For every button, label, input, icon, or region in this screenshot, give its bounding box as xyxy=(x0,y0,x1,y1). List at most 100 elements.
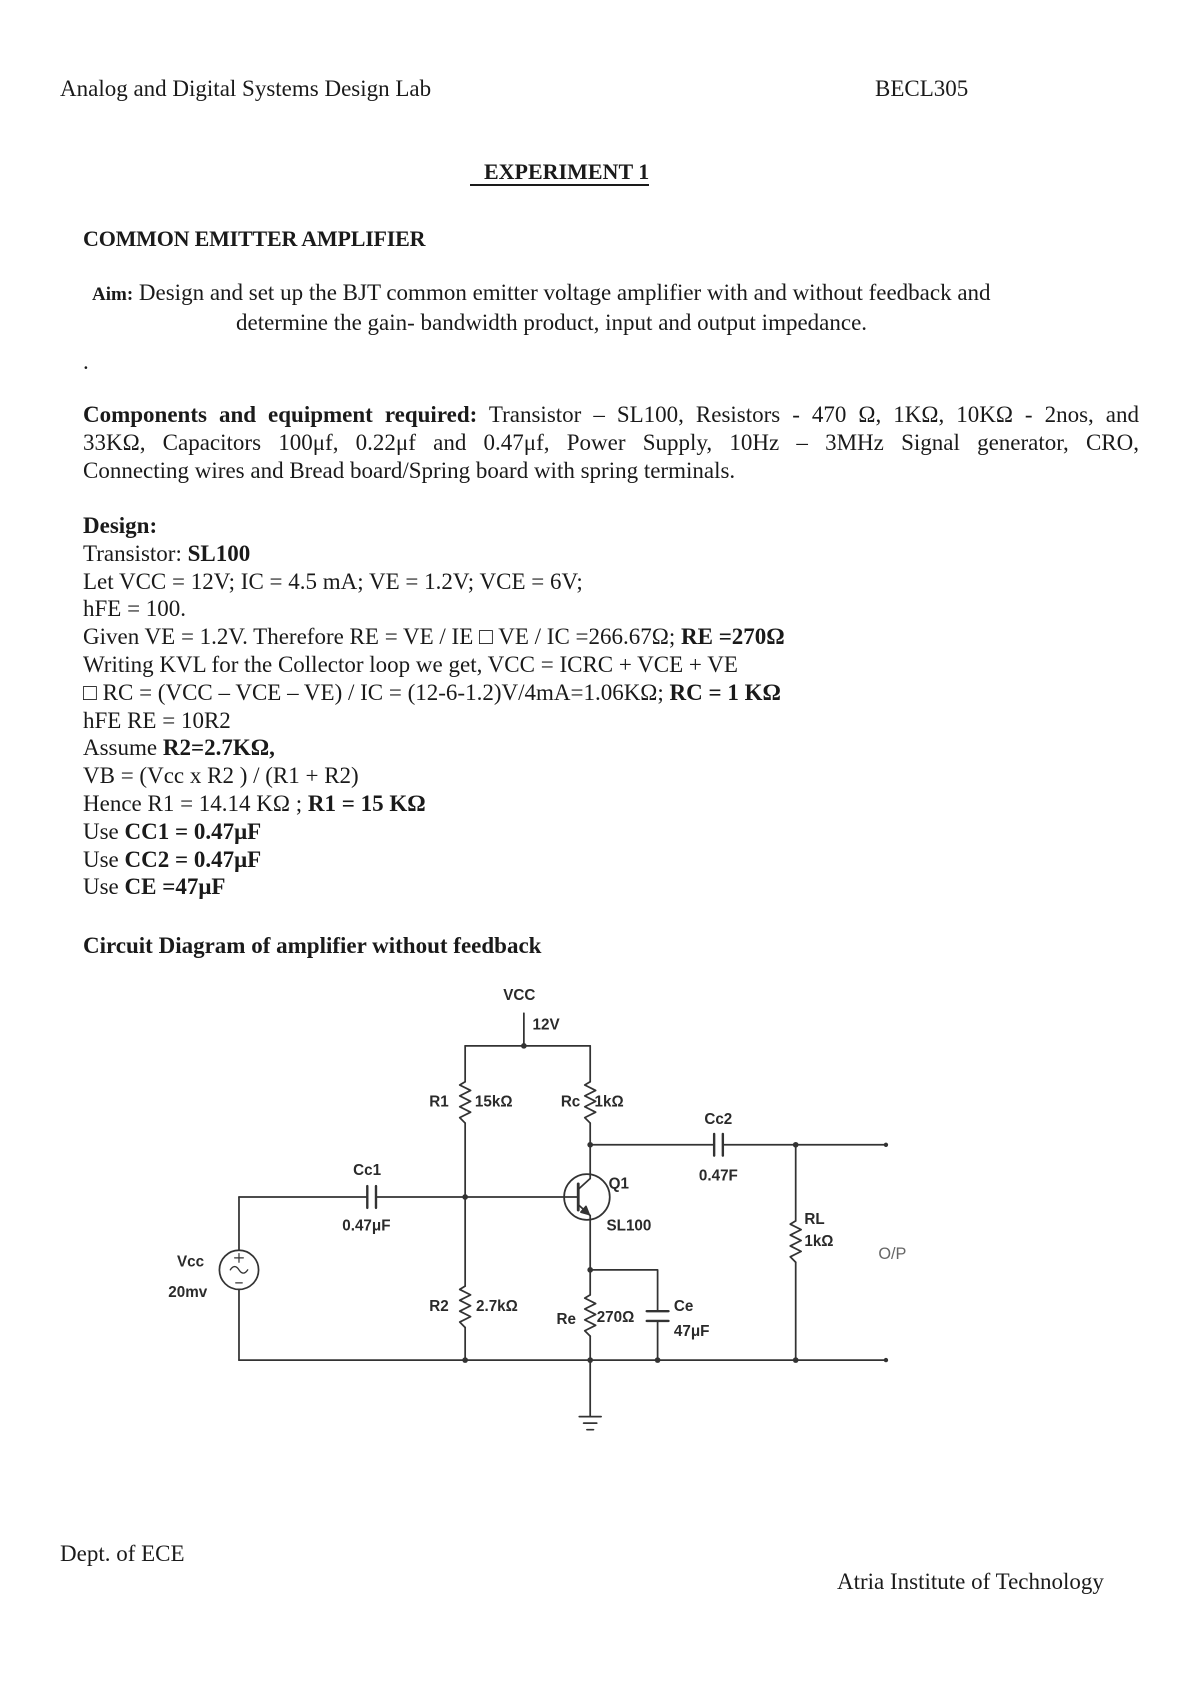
cc1-value: 0.47μF xyxy=(342,1218,390,1235)
components-paragraph: Components and equipment required: Trans… xyxy=(83,401,1139,484)
ce-value: 47μF xyxy=(674,1323,710,1340)
junction-dots xyxy=(462,1043,889,1363)
junction-dot xyxy=(462,1357,468,1363)
design-line: hFE = 100. xyxy=(83,595,785,623)
design-text: Hence R1 = 14.14 KΩ ; xyxy=(83,790,308,816)
design-text: VB = (Vcc x R2 ) / (R1 + R2) xyxy=(83,763,359,789)
design-line: Transistor: SL100 xyxy=(83,540,785,568)
terminal-dot xyxy=(883,1142,889,1147)
stray-mark: . xyxy=(83,349,89,374)
r1-label: R1 xyxy=(429,1094,449,1111)
r2-label: R2 xyxy=(429,1298,448,1315)
design-text: Use xyxy=(83,818,125,844)
design-heading: Design: xyxy=(83,513,158,538)
design-line: Use CE =47μF xyxy=(83,873,785,901)
design-value: R1 = 15 KΩ xyxy=(307,790,426,816)
resistor-r1 xyxy=(458,1080,472,1124)
supply-value: 12V xyxy=(533,1017,561,1034)
r2-value: 2.7kΩ xyxy=(476,1298,518,1315)
experiment-title-wrap: EXPERIMENT 1 xyxy=(470,160,650,186)
rl-label: RL xyxy=(804,1211,824,1228)
r1-value: 15kΩ xyxy=(475,1094,513,1111)
aim-line-2: determine the gain- bandwidth product, i… xyxy=(236,310,868,335)
design-text: Assume xyxy=(83,735,163,761)
wire xyxy=(589,1268,659,1313)
design-line: Assume R2=2.7KΩ, xyxy=(83,734,785,762)
design-value: R2=2.7KΩ, xyxy=(162,735,275,761)
design-line: Writing KVL for the Collector loop we ge… xyxy=(83,651,785,679)
aim-line-1: Aim: Design and set up the BJT common em… xyxy=(92,279,991,309)
components-text-1: Transistor – SL100, Resistors - 470 Ω, 1… xyxy=(488,402,1140,427)
design-line: Let VCC = 12V; IC = 4.5 mA; VE = 1.2V; V… xyxy=(83,568,785,596)
resistor-rl xyxy=(789,1220,803,1264)
design-line: VB = (Vcc x R2 ) / (R1 + R2) xyxy=(83,762,785,790)
lab-title: Analog and Digital Systems Design Lab xyxy=(60,76,432,101)
design-text: Given VE = 1.2V. Therefore RE = VE / IE … xyxy=(83,624,681,650)
cc2-label: Cc2 xyxy=(704,1111,732,1128)
supply-label: VCC xyxy=(503,987,535,1004)
experiment-subtitle: COMMON EMITTER AMPLIFIER xyxy=(83,226,426,251)
design-text: □ RC = (VCC – VCE – VE) / IC = (12-6-1.2… xyxy=(83,679,670,705)
footer-institute: Atria Institute of Technology xyxy=(837,1569,1104,1594)
q1-part: SL100 xyxy=(607,1218,652,1235)
junction-dot xyxy=(654,1357,661,1363)
re-value: 270Ω xyxy=(597,1309,635,1326)
design-text: Transistor: xyxy=(83,540,188,566)
experiment-title: EXPERIMENT 1 xyxy=(470,160,650,186)
design-line: hFE RE = 10R2 xyxy=(83,707,785,735)
junction-dot xyxy=(521,1043,527,1049)
design-text: hFE RE = 10R2 xyxy=(83,707,231,733)
design-text: Use xyxy=(83,846,125,872)
design-text: Writing KVL for the Collector loop we ge… xyxy=(83,651,738,677)
terminal-dot xyxy=(883,1357,889,1363)
design-line: Given VE = 1.2V. Therefore RE = VE / IE … xyxy=(83,623,785,651)
design-value: CE =47μF xyxy=(124,874,226,900)
ce-label: Ce xyxy=(674,1298,693,1315)
design-line: Hence R1 = 14.14 KΩ ; R1 = 15 KΩ xyxy=(83,790,785,818)
junction-dot xyxy=(792,1357,799,1363)
design-value: CC1 = 0.47μF xyxy=(124,818,262,844)
capacitor-cc1 xyxy=(366,1184,378,1210)
components-line-2: 33KΩ, Capacitors 100μf, 0.22μf and 0.47μ… xyxy=(83,429,1139,455)
q1-label: Q1 xyxy=(609,1175,630,1192)
design-text: Let VCC = 12V; IC = 4.5 mA; VE = 1.2V; V… xyxy=(83,568,583,594)
design-heading-line: Design: xyxy=(83,512,785,540)
re-label: Re xyxy=(556,1311,575,1328)
footer-department: Dept. of ECE xyxy=(60,1541,185,1566)
design-section: Design: Transistor: SL100 Let VCC = 12V;… xyxy=(83,512,785,901)
junction-dot xyxy=(462,1194,468,1200)
source-value: 20mv xyxy=(168,1284,207,1301)
rl-value: 1kΩ xyxy=(804,1233,833,1250)
resistor-r2 xyxy=(458,1285,472,1329)
junction-dot xyxy=(587,1357,594,1363)
capacitor-cc2 xyxy=(712,1132,725,1157)
resistor-re xyxy=(583,1293,597,1338)
design-line: □ RC = (VCC – VCE – VE) / IC = (12-6-1.2… xyxy=(83,679,785,707)
design-text: Use xyxy=(83,874,125,900)
source-label: Vcc xyxy=(177,1254,205,1271)
design-line: Use CC1 = 0.47μF xyxy=(83,818,785,846)
design-value: RC = 1 KΩ xyxy=(669,679,781,705)
design-text: hFE = 100. xyxy=(83,596,187,622)
components-line-3: Connecting wires and Bread board/Spring … xyxy=(83,457,736,483)
junction-dot xyxy=(587,1141,594,1148)
junction-dot xyxy=(587,1267,594,1273)
capacitor-ce xyxy=(645,1309,670,1323)
aim-section: Aim: Design and set up the BJT common em… xyxy=(92,279,991,337)
aim-label: Aim: xyxy=(92,284,134,305)
circuit-heading: Circuit Diagram of amplifier without fee… xyxy=(83,933,542,958)
design-value: CC2 = 0.47μF xyxy=(124,846,262,872)
components-label: Components and equipment required: xyxy=(83,402,478,427)
design-line: Use CC2 = 0.47μF xyxy=(83,846,785,874)
junction-dot xyxy=(792,1141,799,1148)
design-value: SL100 xyxy=(187,540,251,566)
components-line-1: Components and equipment required: Trans… xyxy=(83,401,1139,429)
rc-label: Rc xyxy=(561,1094,581,1111)
ac-source-icon xyxy=(218,1249,260,1291)
transistor-q1 xyxy=(563,1173,611,1221)
ground-symbol xyxy=(578,1415,602,1431)
cc1-label: Cc1 xyxy=(353,1162,381,1179)
cc2-value: 0.47F xyxy=(699,1168,738,1185)
circuit-diagram: VCC 12V R1 15kΩ Rc 1kΩ Cc2 0.47F Cc1 0.4… xyxy=(168,987,907,1431)
